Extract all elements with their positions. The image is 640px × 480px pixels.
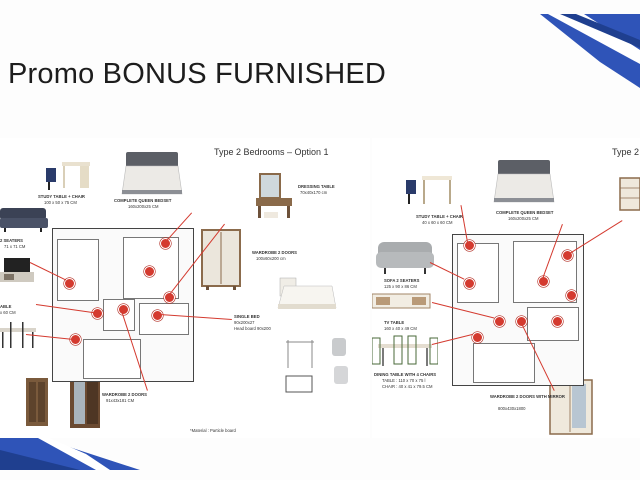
sofa-image: [0, 208, 48, 232]
queen-bedset-label: COMPLETE QUEEN BEDSET: [114, 198, 172, 203]
right-dining-dim-chair: CHAIR : 40 x 41 x 79.5 CM: [382, 384, 433, 389]
right-sofa-dim: 125 x 90 x 86 CM: [384, 284, 417, 289]
left-bedroom-2: [139, 303, 189, 335]
marker-queen-bedset: [160, 238, 171, 249]
study-table-dim: 100 x 50 x 75 CM: [44, 200, 77, 205]
right-floorplan-panel: Type 2 STUDY TABLE + CHAIR 40 x 60 x 60 …: [372, 138, 640, 438]
marker-sofa: [64, 278, 75, 289]
left-living-room: [57, 239, 99, 301]
table-label: ABLE: [0, 304, 12, 309]
right-sofa-label: SOFA 2 SEATERS: [384, 278, 420, 283]
study-table-chair-image: [46, 162, 90, 190]
right-queen-bedset-label: COMPLETE QUEEN BEDSET: [496, 210, 554, 215]
dressing-table-dim: 70x40x170 cm: [300, 190, 328, 195]
right-queen-bedset-dim: 160x200x25 CM: [508, 216, 539, 221]
slide-title: Promo BONUS FURNISHED: [8, 58, 387, 90]
left-bathroom: [103, 299, 135, 331]
left-panel-heading: Type 2 Bedrooms – Option 1: [214, 147, 329, 157]
wardrobe-right-image: [201, 229, 241, 290]
table-dim: x 60 CM: [0, 310, 16, 315]
marker-single-bed: [152, 310, 163, 321]
bottom-left-decoration: [0, 420, 140, 470]
right-dining-set-image: [372, 335, 438, 366]
material-note: *Material : Particle board: [190, 428, 236, 433]
right-dining-dim-table: TABLE : 110 x 70 x 75 l: [382, 378, 426, 383]
right-queen-bedset-image: [493, 160, 555, 203]
right-study-table-dim: 40 x 60 x 60 CM: [422, 220, 453, 225]
queen-bedset-image: [121, 152, 183, 195]
right-wardrobe-dim: 800x430x1800: [498, 406, 526, 411]
wardrobe-bottom-dim: 91x43x181 CM: [106, 398, 135, 403]
right-marker-bedroom: [566, 290, 577, 301]
sofa-dim: 71 x 71 CM: [4, 244, 26, 249]
queen-bedset-dim: 160x200x25 CM: [128, 204, 159, 209]
single-bed-image: [277, 277, 337, 309]
right-study-table-label: STUDY TABLE + CHAIR: [416, 214, 463, 219]
right-panel-heading: Type 2: [612, 147, 640, 157]
rack-and-bins-image: [285, 338, 348, 393]
wardrobe-bottom-image: [26, 378, 100, 428]
left-floorplan-panel: Type 2 Bedrooms – Option 1 STUDY TABLE +…: [0, 138, 370, 438]
wardrobe-right-label: WARDROBE 2 DOORS: [252, 250, 297, 255]
dressing-table-image: [256, 173, 292, 218]
marker-tv: [92, 308, 103, 319]
right-dining-label: DINING TABLE WITH 4 CHAIRS: [374, 372, 437, 377]
top-right-decoration: [540, 14, 640, 88]
right-marker-bedroom2: [552, 316, 563, 327]
right-sofa-image: [376, 242, 434, 274]
marker-wardrobe: [118, 304, 129, 315]
right-kitchen: [473, 343, 535, 383]
right-marker-dresser: [562, 250, 573, 261]
dressing-table-label: DRESSING TABLE: [298, 184, 335, 189]
right-tv-table-dim: 160 x 40 x 49 CM: [384, 326, 417, 331]
right-marker-study: [464, 240, 475, 251]
right-marker-sofa: [464, 278, 475, 289]
sofa-label: 2 SEATERS: [0, 238, 23, 243]
wardrobe-right-dim: 100x60x200 cm: [256, 256, 286, 261]
right-tv-table-label: TV TABLE: [384, 320, 405, 325]
dining-set-image: [0, 322, 36, 348]
tv-unit-image: [0, 258, 34, 282]
right-living-room: [457, 243, 499, 303]
right-study-table-image: [406, 176, 452, 204]
right-marker-dining: [472, 332, 483, 343]
single-bed-note: Head board 90x200: [234, 326, 271, 331]
right-floorplan: [452, 234, 584, 386]
right-dresser-image: [619, 177, 640, 211]
right-tv-table-image: [372, 293, 431, 309]
right-wardrobe-image: [549, 379, 593, 435]
right-marker-tv: [494, 316, 505, 327]
marker-bed-center: [144, 266, 155, 277]
single-bed-dim: 90x200x27: [234, 320, 255, 325]
study-table-label: STUDY TABLE + CHAIR: [38, 194, 85, 199]
single-bed-label: SINGLE BED: [234, 314, 260, 319]
right-wardrobe-label: WARDROBE 2 DOORS WITH MIRROR: [490, 394, 565, 399]
wardrobe-bottom-label: WARDROBE 2 DOORS: [102, 392, 147, 397]
right-bedroom-2: [527, 307, 579, 341]
